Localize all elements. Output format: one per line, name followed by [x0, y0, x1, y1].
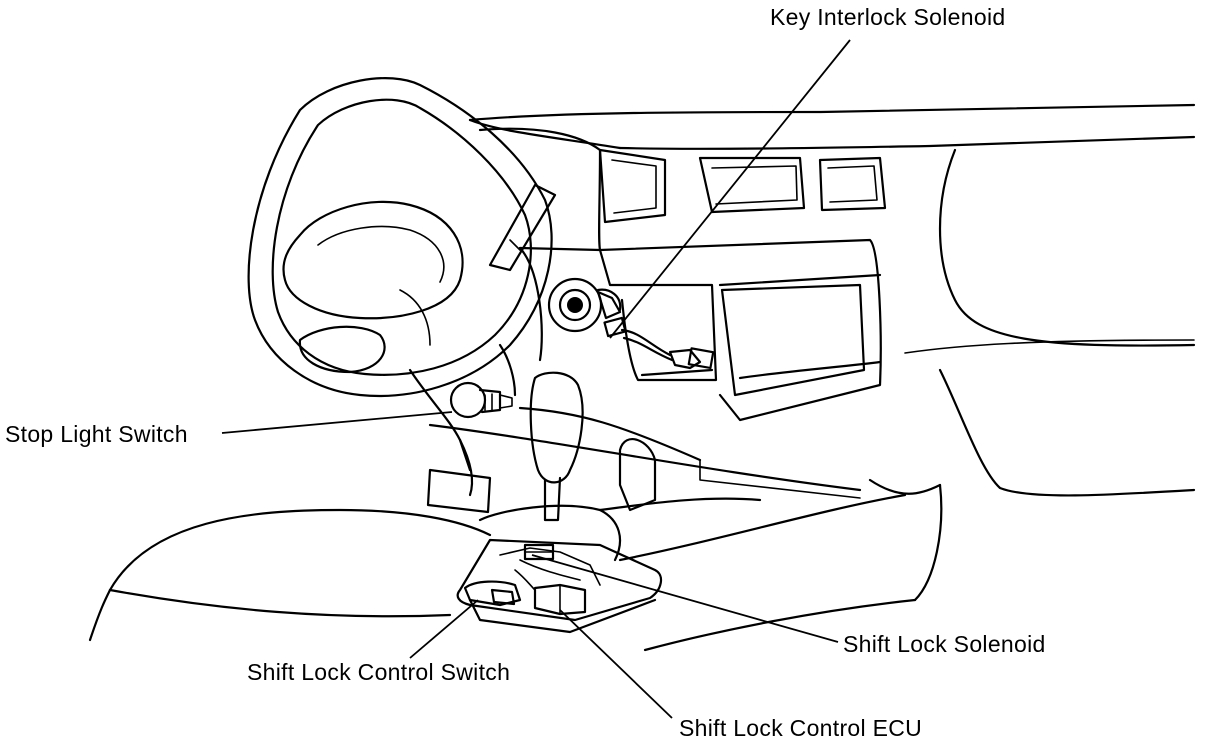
leader-shift-lock-solenoid: [531, 554, 839, 643]
steering-column: [408, 343, 517, 497]
leader-shift-lock-control-switch: [409, 599, 479, 659]
instrument-hood: [478, 127, 602, 362]
leader-lines: [221, 39, 851, 719]
leader-key-interlock-solenoid: [609, 39, 851, 339]
leader-stop-light-switch: [221, 411, 453, 434]
center-stack: [598, 238, 882, 422]
shift-lock-unit: [456, 538, 663, 634]
label-stop-light-switch: Stop Light Switch: [5, 421, 188, 447]
floor-console: [88, 493, 917, 652]
turn-signal-stalk: [488, 183, 557, 272]
leader-shift-lock-control-ecu: [559, 609, 673, 719]
label-shift-lock-solenoid: Shift Lock Solenoid: [843, 631, 1046, 657]
label-shift-lock-control-switch: Shift Lock Control Switch: [247, 659, 511, 685]
air-vents: [598, 148, 887, 224]
key-interlock-solenoid-part: [596, 290, 715, 370]
stop-light-switch-part: [449, 381, 513, 419]
lower-dash-trim: [428, 406, 862, 499]
label-shift-lock-control-ecu: Shift Lock Control ECU: [679, 715, 923, 741]
ignition-cylinder: [547, 277, 622, 333]
steering-wheel: [247, 77, 553, 397]
shift-lever: [529, 371, 584, 522]
label-key-interlock-solenoid: Key Interlock Solenoid: [770, 4, 1006, 30]
dashboard-outline: [468, 103, 1196, 602]
